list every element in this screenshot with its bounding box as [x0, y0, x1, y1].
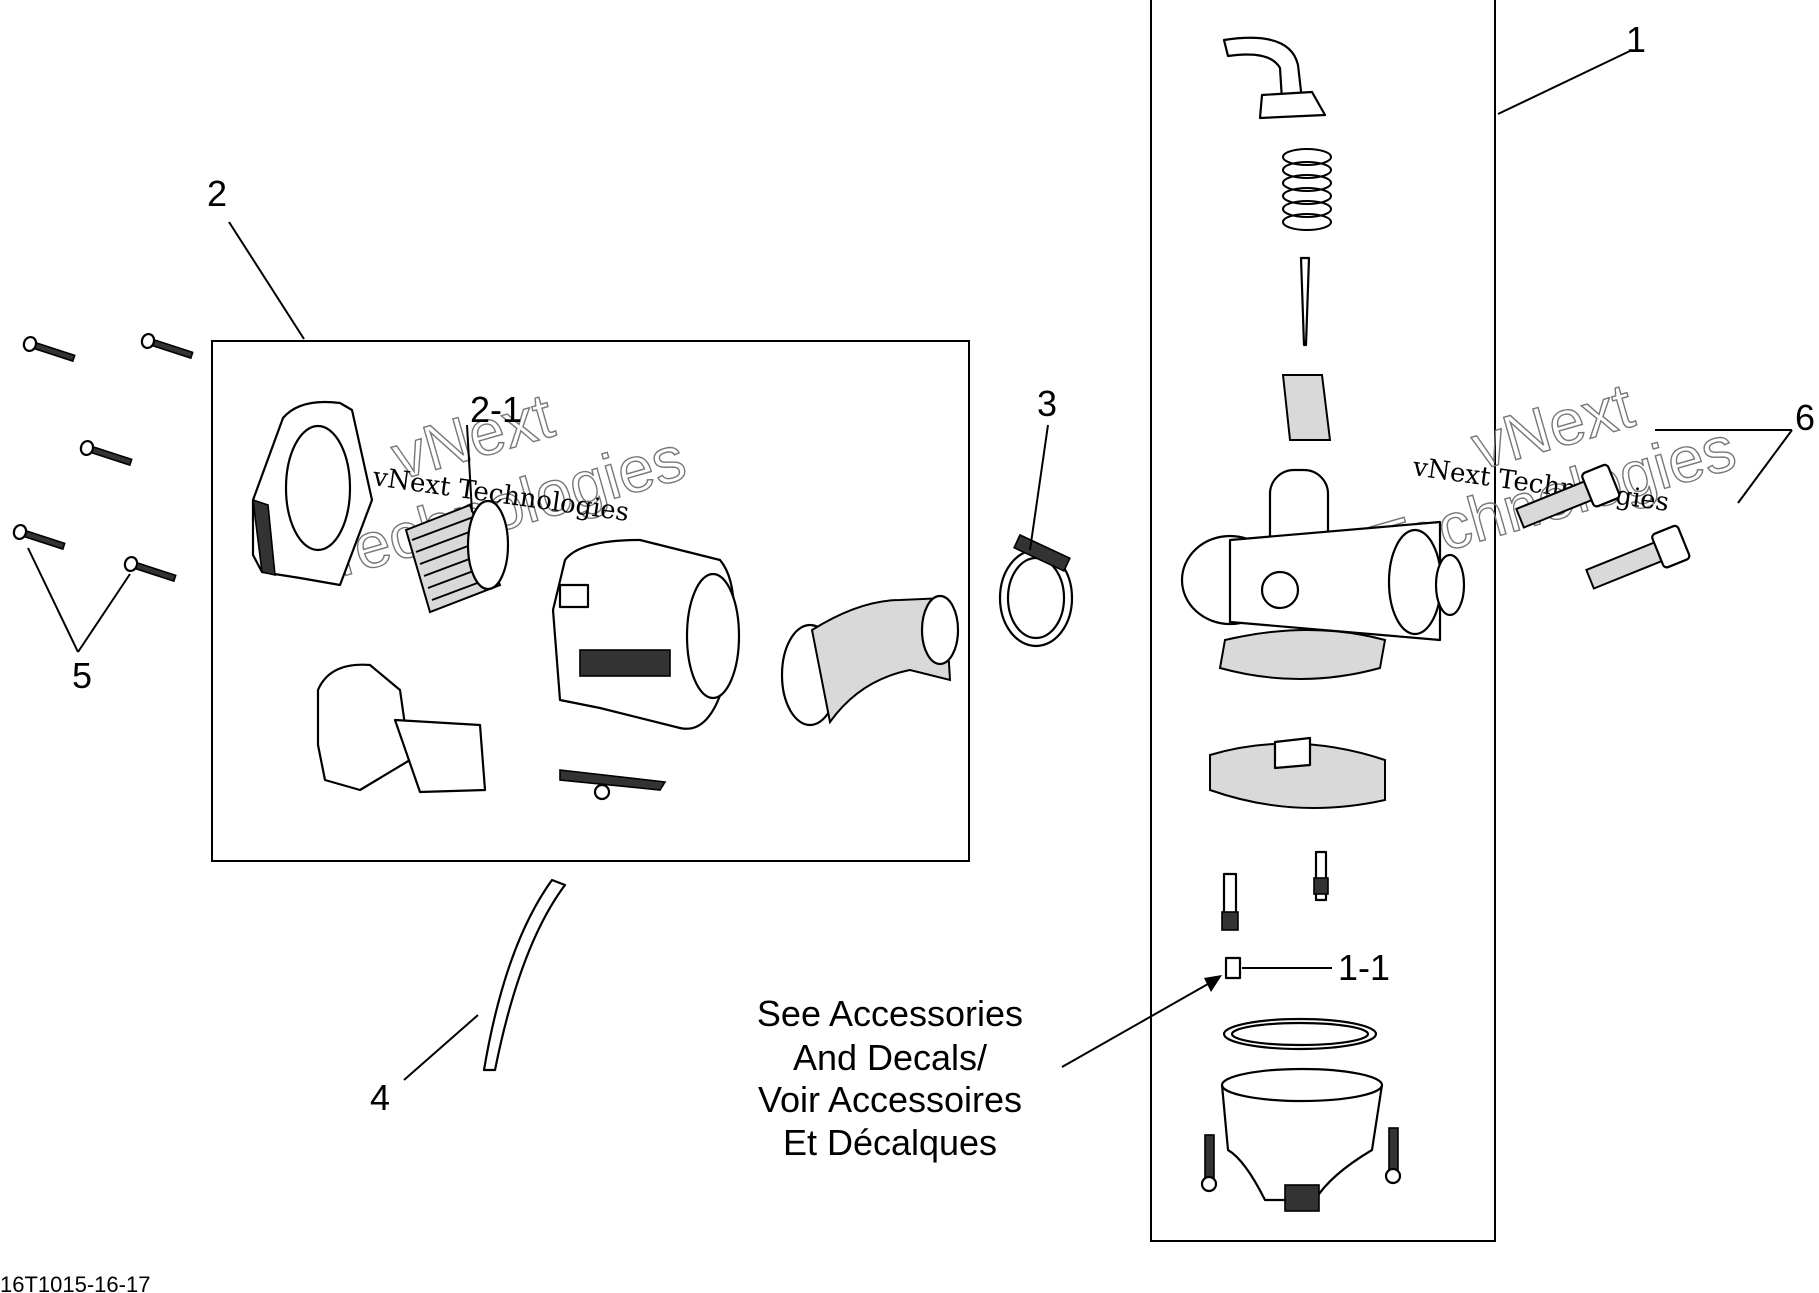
bolts-part-6	[1515, 463, 1691, 590]
carburetor-spring	[1282, 148, 1332, 231]
callout-6: 6	[1795, 397, 1815, 438]
kit-1-frame	[1150, 0, 1496, 1242]
airbox-housing	[551, 538, 741, 730]
leader-lines	[27, 49, 1793, 1081]
float-bowl	[1220, 1067, 1384, 1212]
svg-text:Et Décalques: Et Décalques	[783, 1122, 997, 1163]
vent-hose-part-4	[482, 878, 567, 1072]
airbox-lower-cover	[316, 663, 487, 794]
carburetor-body	[1180, 468, 1443, 680]
hose-clamp-part-3	[998, 533, 1074, 648]
carburetor-top-cap	[1222, 36, 1327, 120]
carburetor-jets	[1221, 850, 1329, 980]
callout-5: 5	[72, 655, 92, 696]
air-filter-element	[404, 499, 510, 614]
airbox-cover	[251, 400, 374, 587]
svg-text:And Decals/: And Decals/	[793, 1037, 987, 1078]
svg-text:Voir Accessoires: Voir Accessoires	[758, 1079, 1022, 1120]
accessories-note: See Accessories And Decals/ Voir Accesso…	[757, 993, 1023, 1163]
callout-3: 3	[1037, 383, 1057, 424]
callout-labels: 1 2 2-1 3 4 5 6 1-1	[72, 19, 1815, 1118]
callout-2: 2	[207, 173, 227, 214]
callout-1-1: 1-1	[1338, 947, 1390, 988]
intake-boot	[780, 594, 960, 727]
screws-part-5	[12, 332, 194, 583]
carburetor-slide	[1281, 374, 1332, 441]
float-bowl-gasket	[1222, 1017, 1378, 1051]
kit-2-frame	[211, 340, 970, 862]
airbox-small-bracket	[559, 769, 667, 801]
carburetor-jet-needle	[1299, 256, 1311, 347]
callout-2-1: 2-1	[470, 389, 522, 430]
callout-1: 1	[1626, 19, 1646, 60]
float-bowl-screws	[1200, 1127, 1402, 1193]
figure-code: 16T1015-16-17	[0, 1272, 150, 1293]
carburetor-float	[1209, 736, 1386, 809]
note-arrowhead	[1204, 975, 1222, 992]
svg-text:See Accessories: See Accessories	[757, 993, 1023, 1034]
carburetor-oring	[1434, 553, 1466, 617]
callout-4: 4	[370, 1077, 390, 1118]
